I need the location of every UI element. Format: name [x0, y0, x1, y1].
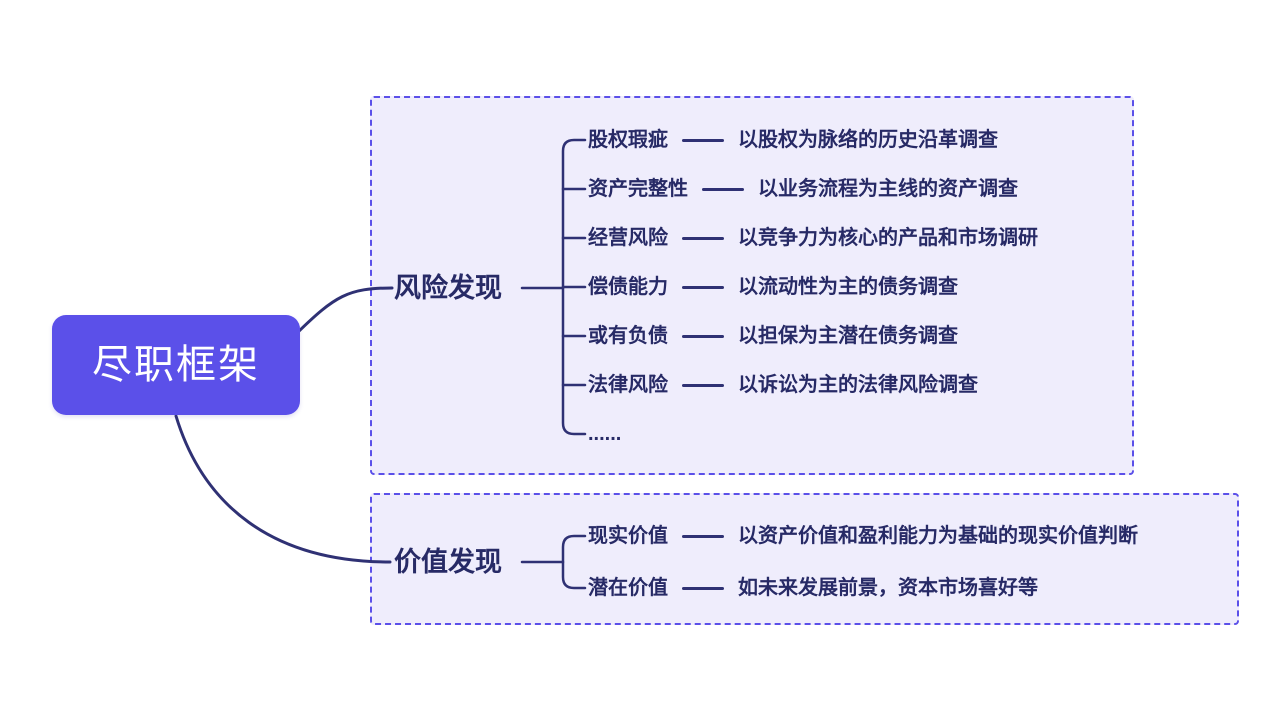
item-connector-line: [702, 187, 744, 191]
risk-item-desc[interactable]: 以担保为主潜在债务调查: [738, 325, 958, 347]
risk-item-desc[interactable]: 以诉讼为主的法律风险调查: [738, 374, 978, 396]
value-item-row: 现实价值 以资产价值和盈利能力为基础的现实价值判断: [588, 522, 1138, 550]
risk-item-label[interactable]: 或有负债: [588, 325, 668, 347]
value-item-label[interactable]: 现实价值: [588, 525, 668, 547]
root-label: 尽职框架: [92, 343, 260, 387]
item-connector-line: [682, 383, 724, 387]
risk-group-box: [370, 96, 1134, 475]
risk-item-row: ......: [588, 420, 621, 448]
branch-risk-label[interactable]: 风险发现: [394, 273, 502, 303]
edge-root-value: [174, 414, 392, 564]
risk-item-desc[interactable]: 以业务流程为主线的资产调查: [758, 178, 1018, 200]
risk-item-row: 经营风险 以竞争力为核心的产品和市场调研: [588, 224, 1038, 252]
risk-item-label[interactable]: 资产完整性: [588, 178, 688, 200]
value-item-desc[interactable]: 以资产价值和盈利能力为基础的现实价值判断: [738, 525, 1138, 547]
item-connector-line: [682, 334, 724, 338]
item-connector-line: [682, 534, 724, 538]
risk-item-desc[interactable]: 以股权为脉络的历史沿革调查: [738, 129, 998, 151]
edge-root-risk: [295, 286, 394, 335]
item-connector-line: [682, 285, 724, 289]
risk-item-desc[interactable]: 以竞争力为核心的产品和市场调研: [738, 227, 1038, 249]
edge-value-spine: [561, 534, 587, 590]
risk-item-label[interactable]: 偿债能力: [588, 276, 668, 298]
risk-item-label[interactable]: 经营风险: [588, 227, 668, 249]
root-node[interactable]: 尽职框架: [52, 315, 300, 415]
value-group-box: [370, 493, 1239, 625]
branch-value-label[interactable]: 价值发现: [394, 547, 502, 577]
risk-item-row: 或有负债 以担保为主潜在债务调查: [588, 322, 958, 350]
risk-item-row: 法律风险 以诉讼为主的法律风险调查: [588, 371, 978, 399]
risk-item-label[interactable]: 股权瑕疵: [588, 129, 668, 151]
value-item-desc[interactable]: 如未来发展前景，资本市场喜好等: [738, 577, 1038, 599]
risk-item-row: 偿债能力 以流动性为主的债务调查: [588, 273, 958, 301]
risk-item-row: 资产完整性 以业务流程为主线的资产调查: [588, 175, 1018, 203]
risk-item-label[interactable]: 法律风险: [588, 374, 668, 396]
item-connector-line: [682, 586, 724, 590]
risk-item-desc[interactable]: 以流动性为主的债务调查: [738, 276, 958, 298]
item-connector-line: [682, 138, 724, 142]
value-item-row: 潜在价值 如未来发展前景，资本市场喜好等: [588, 574, 1038, 602]
value-item-label[interactable]: 潜在价值: [588, 577, 668, 599]
item-connector-line: [682, 236, 724, 240]
risk-item-ellipsis[interactable]: ......: [588, 423, 622, 445]
risk-item-row: 股权瑕疵 以股权为脉络的历史沿革调查: [588, 126, 998, 154]
